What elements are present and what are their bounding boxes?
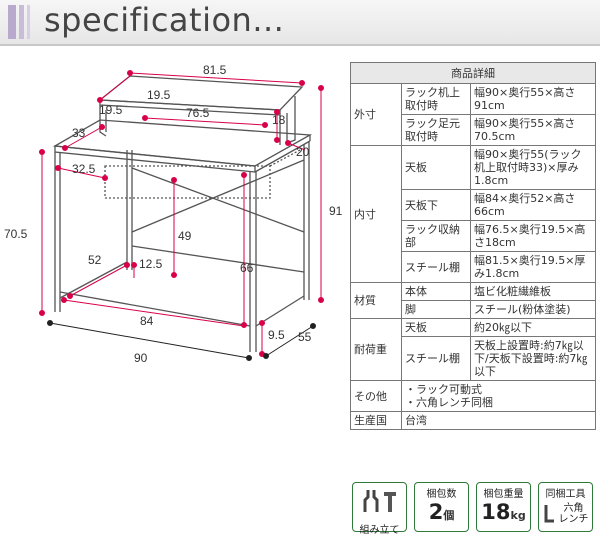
packages-value: 2 xyxy=(428,500,444,524)
row-label: 天板下 xyxy=(401,189,471,221)
category-other: その他 xyxy=(350,380,402,412)
row-label: ラック足元取付時 xyxy=(401,114,471,146)
overall-dimension-lines xyxy=(47,320,316,361)
table-row: 天板下 幅84×奥行52×高さ66cm xyxy=(351,189,596,221)
assembly-badge: 組み立て xyxy=(352,482,407,536)
row-value: 塩ビ化粧繊維板 xyxy=(470,282,596,301)
row-label: 天板 xyxy=(401,318,471,337)
table-row: 材質 本体 塩ビ化粧繊維板 xyxy=(350,282,596,319)
table-row: ラック収納部 幅76.5×奥行19.5×高さ18cm xyxy=(351,220,596,252)
tool-label: 同梱工具 xyxy=(545,489,586,500)
dim-shelf-depth-top: 19.5 xyxy=(147,88,171,102)
spec-table: 商品詳細 外寸 ラック机上取付時 幅90×奥行55×高さ91cm ラック足元取付… xyxy=(350,62,596,430)
dim-shelf-depth-side: 19.5 xyxy=(99,103,123,117)
row-label: スチール棚 xyxy=(401,251,471,283)
desk-outline xyxy=(52,75,313,352)
other-line: ・ラック可動式 xyxy=(405,383,482,396)
table-row: 脚 スチール(粉体塗装) xyxy=(351,300,596,319)
dim-rack-height: 18 xyxy=(272,113,286,127)
hex-wrench-icon xyxy=(544,505,554,523)
dim-depth: 55 xyxy=(298,330,312,344)
dim-shelf-width: 81.5 xyxy=(203,63,227,77)
tool-badge: 同梱工具 六角 レンチ xyxy=(538,482,593,532)
packages-unit: 個 xyxy=(443,509,455,522)
row-value: 幅90×奥行55×高さ70.5cm xyxy=(470,114,596,146)
assembly-label: 組み立て xyxy=(359,525,400,536)
packages-badge: 梱包数 2個 xyxy=(414,482,469,532)
row-value: スチール(粉体塗装) xyxy=(470,300,596,319)
dim-desk-height: 70.5 xyxy=(4,227,28,241)
row-label: 天板 xyxy=(401,145,471,190)
row-value: 天板上設置時:約7㎏以下/天板下設置時:約7㎏以下 xyxy=(470,336,596,381)
weight-badge: 梱包重量 18kg xyxy=(476,482,531,532)
weight-label: 梱包重量 xyxy=(483,489,524,500)
dimension-lines xyxy=(39,70,324,357)
table-row: 内寸 天板 幅90×奥行55(ラック机上取付時33)×厚み1.8cm xyxy=(350,145,596,283)
other-line: ・六角レンチ同梱 xyxy=(405,396,493,409)
row-label: ラック机上取付時 xyxy=(401,83,471,115)
dim-inner-width: 84 xyxy=(140,314,154,328)
table-row: その他 ・ラック可動式 ・六角レンチ同梱 xyxy=(350,380,596,412)
info-icons: 組み立て 梱包数 2個 梱包重量 18kg 同梱工具 六角 レンチ xyxy=(352,482,598,536)
row-value: 幅81.5×奥行19.5×厚み1.8cm xyxy=(470,251,596,283)
row-label: ラック収納部 xyxy=(401,220,471,252)
tool-line-1: 六角 xyxy=(563,503,584,514)
weight-unit: kg xyxy=(510,509,526,522)
table-row: 耐荷重 天板 約20㎏以下 xyxy=(350,318,596,381)
table-row: スチール棚 天板上設置時:約7㎏以下/天板下設置時:約7㎏以下 xyxy=(351,336,596,381)
row-label: 脚 xyxy=(401,300,471,319)
category-origin: 生産国 xyxy=(350,411,402,430)
dim-12-5: 12.5 xyxy=(139,257,163,271)
header-bars-decoration xyxy=(8,5,30,39)
row-value: 約20㎏以下 xyxy=(470,318,596,337)
category-material: 材質 xyxy=(350,282,402,319)
row-value: 幅90×奥行55(ラック机上取付時33)×厚み1.8cm xyxy=(470,145,596,190)
row-value: 幅76.5×奥行19.5×高さ18cm xyxy=(470,220,596,252)
section-title: specification... xyxy=(44,1,285,39)
packages-label: 梱包数 xyxy=(426,489,457,500)
category-inner: 内寸 xyxy=(350,145,402,283)
dim-top-depth-rack: 33 xyxy=(72,126,86,140)
section-header: specification... xyxy=(0,0,600,46)
desk-dimension-drawing: 81.5 19.5 19.5 76.5 18 33 20 32.5 91 70.… xyxy=(0,50,345,370)
table-row: 外寸 ラック机上取付時 幅90×奥行55×高さ91cm xyxy=(350,83,596,146)
row-label: スチール棚 xyxy=(401,336,471,381)
table-row: ラック足元取付時 幅90×奥行55×高さ70.5cm xyxy=(351,114,596,146)
row-value: 台湾 xyxy=(401,411,596,430)
row-value: 幅84×奥行52×高さ66cm xyxy=(470,189,596,221)
row-label: 本体 xyxy=(401,282,471,301)
category-load: 耐荷重 xyxy=(350,318,402,381)
dim-rack-inner-width: 76.5 xyxy=(186,106,210,120)
dim-20: 20 xyxy=(296,145,310,159)
dim-inner-depth: 52 xyxy=(88,253,102,267)
row-value: 幅90×奥行55×高さ91cm xyxy=(470,83,596,115)
dim-inner-height: 66 xyxy=(240,261,254,275)
row-value: ・ラック可動式 ・六角レンチ同梱 xyxy=(401,380,596,412)
dim-32-5: 32.5 xyxy=(72,162,96,176)
dim-total-height: 91 xyxy=(329,204,343,218)
weight-value: 18 xyxy=(481,500,511,524)
spec-table-heading: 商品詳細 xyxy=(350,62,596,84)
dim-49: 49 xyxy=(178,229,192,243)
header-rule xyxy=(0,44,600,46)
dim-9-5: 9.5 xyxy=(268,328,285,342)
category-outer: 外寸 xyxy=(350,83,402,146)
table-row: 生産国 台湾 xyxy=(350,411,596,430)
tool-line-2: レンチ xyxy=(558,514,589,525)
tools-icon xyxy=(363,490,396,512)
table-row: スチール棚 幅81.5×奥行19.5×厚み1.8cm xyxy=(351,251,596,283)
dim-width: 90 xyxy=(134,351,148,365)
